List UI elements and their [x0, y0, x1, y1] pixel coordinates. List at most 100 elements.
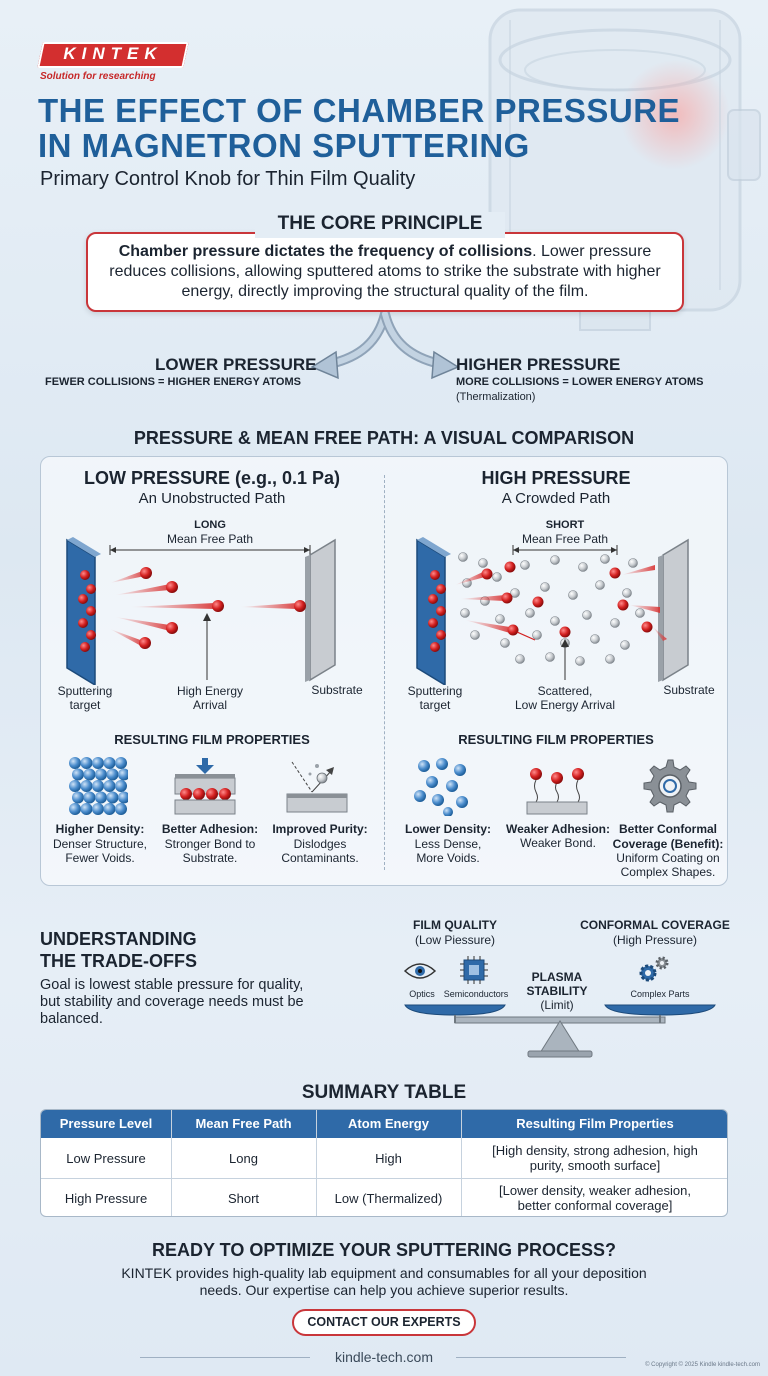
high-mfp-length: SHORT [545, 519, 585, 531]
lattice-atom [83, 791, 96, 804]
high-prop1-text: Less Dense,More Voids. [398, 837, 498, 865]
low-prop1-title: Higher Density: [55, 822, 145, 836]
high-props-heading: RESULTING FILM PROPERTIES [458, 732, 654, 747]
film-quality-sub: (Low Piessure) [414, 933, 496, 947]
low-props-heading: RESULTING FILM PROPERTIES [114, 732, 310, 747]
logo-text: KINTEK [63, 44, 163, 63]
lattice-atom [115, 803, 127, 815]
high-target-line2: target [419, 698, 451, 712]
high-prop3-line1: Coverage (Benefit): [612, 837, 724, 851]
table-col-divider [316, 1110, 317, 1216]
table-header-properties: Resulting Film Properties [461, 1110, 727, 1138]
low-prop1-line1: Denser Structure, [52, 837, 148, 851]
lattice-atom [118, 768, 128, 781]
optics-label: Optics [409, 989, 435, 999]
low-prop2-title: Better Adhesion: [161, 822, 259, 836]
balance-scale [403, 956, 716, 1058]
low-pressure-subtitle: An Unobstructed Path [138, 490, 286, 507]
high-prop3-title: Better Conformal [618, 822, 717, 836]
low-prop3-line2: Contaminants. [281, 851, 359, 865]
footer-divider-left [140, 1357, 310, 1358]
table-header-pressure: Pressure Level [41, 1110, 171, 1138]
high-prop1-line2: More Voids. [416, 851, 480, 865]
lattice-atom [115, 757, 127, 769]
logo-tagline: Solution for researching [40, 71, 156, 82]
copyright-text: © Copyright © 2025 Kindle kindle-tech.co… [645, 1362, 760, 1368]
lower-pressure-sub: FEWER COLLISIONS = HIGHER ENERGY ATOMS [45, 376, 301, 388]
high-prop3-line2: Uniform Coating on [616, 851, 720, 865]
page-title-line1: THE EFFECT OF CHAMBER PRESSURE [38, 92, 681, 129]
table-col-divider [171, 1110, 172, 1216]
table-cell: Low Pressure [66, 1150, 146, 1166]
panel-divider [384, 475, 385, 870]
page-subtitle: Primary Control Knob for Thin Film Quali… [40, 168, 416, 190]
low-prop3-line1: Dislodges [293, 837, 347, 851]
summary-table: Pressure Level Mean Free Path Atom Energ… [40, 1109, 728, 1217]
comparison-heading: PRESSURE & MEAN FREE PATH: A VISUAL COMP… [133, 428, 635, 448]
adhesion-icon [174, 758, 236, 815]
lattice-atom [80, 780, 93, 792]
higher-pressure-note: (Thermalization) [456, 391, 536, 403]
eye-icon [403, 963, 437, 979]
footer-site-link[interactable]: kindle-tech.com [334, 1349, 434, 1365]
lattice-atom [106, 768, 119, 781]
table-header-energy: Atom Energy [316, 1110, 461, 1138]
gears-icon [639, 956, 669, 982]
lattice-atom [103, 780, 116, 792]
high-arrival-label: Scattered,Low Energy Arrival [500, 684, 630, 712]
tradeoffs-heading-line1: UNDERSTANDING [40, 929, 197, 949]
low-prop2-line2: Substrate. [182, 851, 238, 865]
high-prop1-title: Lower Density: [404, 822, 491, 836]
chip-icon [460, 956, 488, 984]
lattice-atom [92, 757, 104, 769]
table-cell: [High density, strong adhesion, high pur… [492, 1143, 698, 1173]
high-prop2-text: Weaker Bond. [520, 836, 596, 850]
low-mfp-length: LONG [194, 519, 226, 531]
contact-experts-button[interactable]: CONTACT OUR EXPERTS [292, 1309, 476, 1336]
cta-text: KINTEK provides high-quality lab equipme… [121, 1265, 647, 1298]
branch-arrows [310, 312, 460, 380]
lattice-atom [72, 768, 84, 781]
higher-pressure-label: HIGHER PRESSURE [456, 355, 621, 374]
lower-pressure-label: LOWER PRESSURE [155, 355, 317, 374]
high-prop2-title: Weaker Adhesion: [505, 822, 611, 836]
low-prop2-line1: Stronger Bond to [164, 837, 256, 851]
complex-parts-label: Complex Parts [630, 989, 690, 999]
core-text-bold: Chamber pressure dictates the frequency … [118, 243, 533, 260]
core-principle-text: Chamber pressure dictates the frequency … [96, 242, 674, 302]
sparse-lattice-icon [414, 758, 468, 816]
core-text-rest: . Lower pressure reduces collisions, all… [109, 243, 661, 300]
low-prop3-title: Improved Purity: [272, 822, 368, 836]
cta-heading: READY TO OPTIMIZE YOUR SPUTTERING PROCES… [151, 1240, 617, 1260]
lattice-atom [69, 757, 81, 769]
high-prop1-line1: Less Dense, [414, 837, 482, 851]
tradeoffs-text: Goal is lowest stable pressure for quali… [40, 977, 304, 1027]
low-mfp-label: Mean Free Path [166, 532, 254, 546]
plasma-sub: (Limit) [540, 998, 574, 1012]
lattice-atom [106, 791, 119, 804]
low-prop1-text: Denser Structure,Fewer Voids. [45, 837, 155, 865]
low-pressure-diagram [66, 537, 336, 685]
lattice-atom [69, 803, 81, 815]
high-pressure-diagram [416, 537, 689, 685]
lattice-atom [95, 768, 107, 781]
lattice-atom [95, 791, 107, 804]
lattice-atom [92, 803, 104, 815]
lattice-atom [80, 757, 93, 769]
table-cell: High Pressure [64, 1190, 148, 1206]
conformal-coverage-title: CONFORMAL COVERAGE [580, 918, 730, 932]
higher-pressure-sub: MORE COLLISIONS = LOWER ENERGY ATOMS [456, 376, 704, 388]
low-arrival-line1: High Energy [176, 684, 244, 698]
dense-lattice-icon [69, 757, 128, 815]
film-quality-title: FILM QUALITY [413, 918, 497, 932]
high-target-line1: Sputtering [407, 684, 463, 698]
conformal-coverage-sub: (High Pressure) [612, 933, 698, 947]
low-substrate-label: Substrate [311, 683, 363, 697]
table-cell: Short [227, 1190, 260, 1206]
plasma-title-1: PLASMA [531, 970, 583, 984]
low-target-line2: target [69, 698, 101, 712]
